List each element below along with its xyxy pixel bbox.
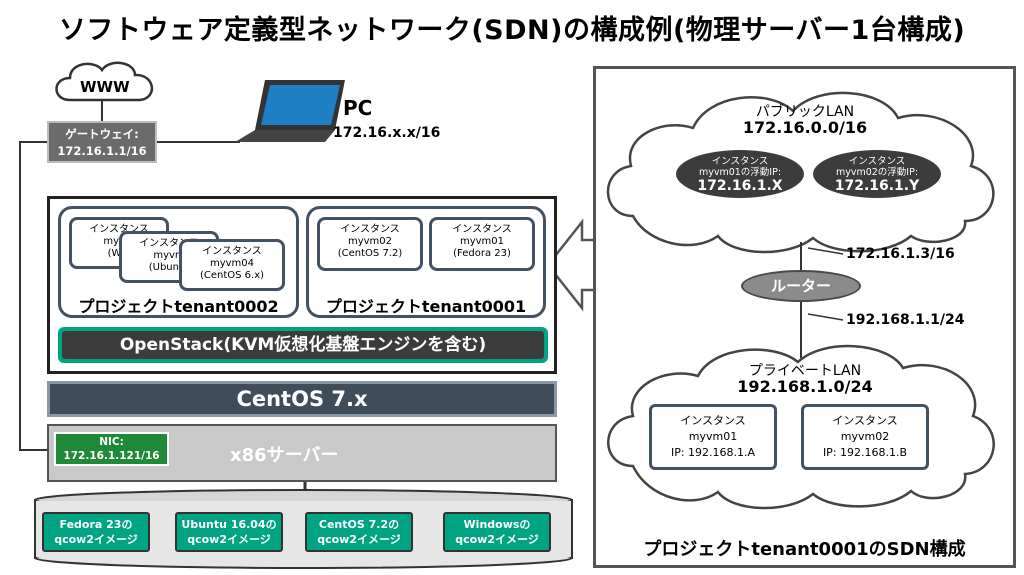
image-line: qcow2イメージ	[54, 533, 138, 546]
floating-ip-myvm02: インスタンス myvm02の浮動IP: 172.16.1.Y	[813, 150, 941, 198]
instance-line: (CentOS 6.x)	[199, 270, 265, 281]
nic-label: NIC:	[99, 436, 124, 448]
image-line: qcow2イメージ	[187, 533, 271, 546]
openstack-bar: OpenStack(KVM仮想化基盤エンジンを含む)	[58, 327, 548, 363]
public-lan-network: 172.16.0.0/16	[742, 118, 868, 137]
fip-line: myvm01の浮動IP:	[698, 167, 782, 178]
instance-line: インスタンス	[452, 224, 512, 235]
floating-ip-myvm01: インスタンス myvm01の浮動IP: 172.16.1.X	[676, 150, 804, 198]
www-cloud	[55, 61, 153, 102]
instance-card: インスタンス myvm02 (CentOS 7.2)	[317, 217, 423, 271]
fip-line: インスタンス	[848, 156, 906, 167]
private-instance-myvm02: インスタンス myvm02 IP: 192.168.1.B	[801, 404, 929, 470]
instance-line: インスタンス	[340, 224, 400, 235]
fip-line: インスタンス	[711, 156, 769, 167]
server-label: x86サーバー	[230, 445, 339, 466]
instance-line: インスタンス	[89, 224, 149, 235]
project-tenant0002: インスタンス myvm (Win インスタンス myvm (Ubuntu インス…	[58, 206, 299, 318]
instance-line: (CentOS 7.2)	[337, 248, 403, 259]
www-label: WWW	[80, 78, 130, 96]
sdn-caption: プロジェクトtenant0001のSDN構成	[643, 539, 966, 560]
openstack-label: OpenStack(KVM仮想化基盤エンジンを含む)	[62, 331, 544, 359]
private-instance-myvm01: インスタンス myvm01 IP: 192.168.1.A	[649, 404, 777, 470]
instance-line: myvm04	[209, 258, 255, 269]
pc-label: PC	[343, 96, 373, 120]
pc-ip: 172.16.x.x/16	[333, 125, 441, 141]
instance-card: インスタンス myvm01 (Fedora 23)	[429, 217, 535, 271]
fip-line: myvm02の浮動IP:	[835, 167, 919, 178]
image-line: qcow2イメージ	[317, 533, 401, 546]
gateway-ip: 172.16.1.1/16	[57, 144, 147, 158]
gateway-box: ゲートウェイ: 172.16.1.1/16	[47, 121, 157, 163]
pinst-line: myvm01	[688, 430, 738, 443]
image-fedora: Fedora 23の qcow2イメージ	[42, 512, 150, 552]
image-line: qcow2イメージ	[455, 533, 539, 546]
instance-card: インスタンス myvm04 (CentOS 6.x)	[179, 239, 285, 291]
image-centos: CentOS 7.2の qcow2イメージ	[305, 512, 413, 552]
router-private-ip: 192.168.1.1/24	[846, 312, 965, 328]
project-label: プロジェクトtenant0002	[78, 297, 279, 316]
laptop-icon	[235, 80, 345, 142]
image-line: Windowsの	[463, 518, 531, 531]
gateway-label: ゲートウェイ:	[65, 127, 139, 141]
page-title: ソフトウェア定義型ネットワーク(SDN)の構成例(物理サーバー1台構成)	[58, 15, 966, 46]
image-line: Ubuntu 16.04の	[181, 518, 277, 531]
image-line: CentOS 7.2の	[318, 518, 400, 531]
instance-line: インスタンス	[139, 238, 199, 249]
pinst-line: インスタンス	[832, 414, 898, 427]
pinst-line: インスタンス	[680, 414, 746, 427]
project-label: プロジェクトtenant0001	[325, 297, 527, 316]
nic-ip: 172.16.1.121/16	[63, 450, 160, 462]
pinst-line: myvm02	[840, 430, 890, 443]
instance-line: myvm02	[347, 236, 393, 247]
image-windows: Windowsの qcow2イメージ	[443, 512, 551, 552]
centos-bar: CentOS 7.x	[47, 381, 557, 417]
router-public-ip: 172.16.1.3/16	[846, 246, 955, 262]
fip-ip: 172.16.1.X	[697, 178, 783, 194]
image-ubuntu: Ubuntu 16.04の qcow2イメージ	[175, 512, 283, 552]
image-line: Fedora 23の	[59, 518, 133, 531]
instance-line: インスタンス	[202, 246, 262, 257]
pinst-ip: IP: 192.168.1.A	[670, 446, 756, 459]
instance-line: myvm	[153, 250, 185, 261]
instance-line: (Ubuntu	[148, 262, 190, 273]
private-lan-network: 192.168.1.0/24	[737, 377, 873, 396]
instance-line: (Fedora 23)	[453, 248, 511, 259]
router: ルーター	[741, 270, 861, 302]
pinst-ip: IP: 192.168.1.B	[822, 446, 908, 459]
private-lan-title: プライベートLAN	[748, 363, 862, 379]
public-lan-title: パブリックLAN	[755, 104, 855, 120]
instance-line: myvm	[72, 236, 166, 248]
project-tenant0001: インスタンス myvm02 (CentOS 7.2) インスタンス myvm01…	[306, 206, 546, 318]
instance-line: myvm01	[459, 236, 505, 247]
fip-ip: 172.16.1.Y	[834, 178, 920, 194]
nic-box: NIC: 172.16.1.121/16	[54, 432, 169, 466]
